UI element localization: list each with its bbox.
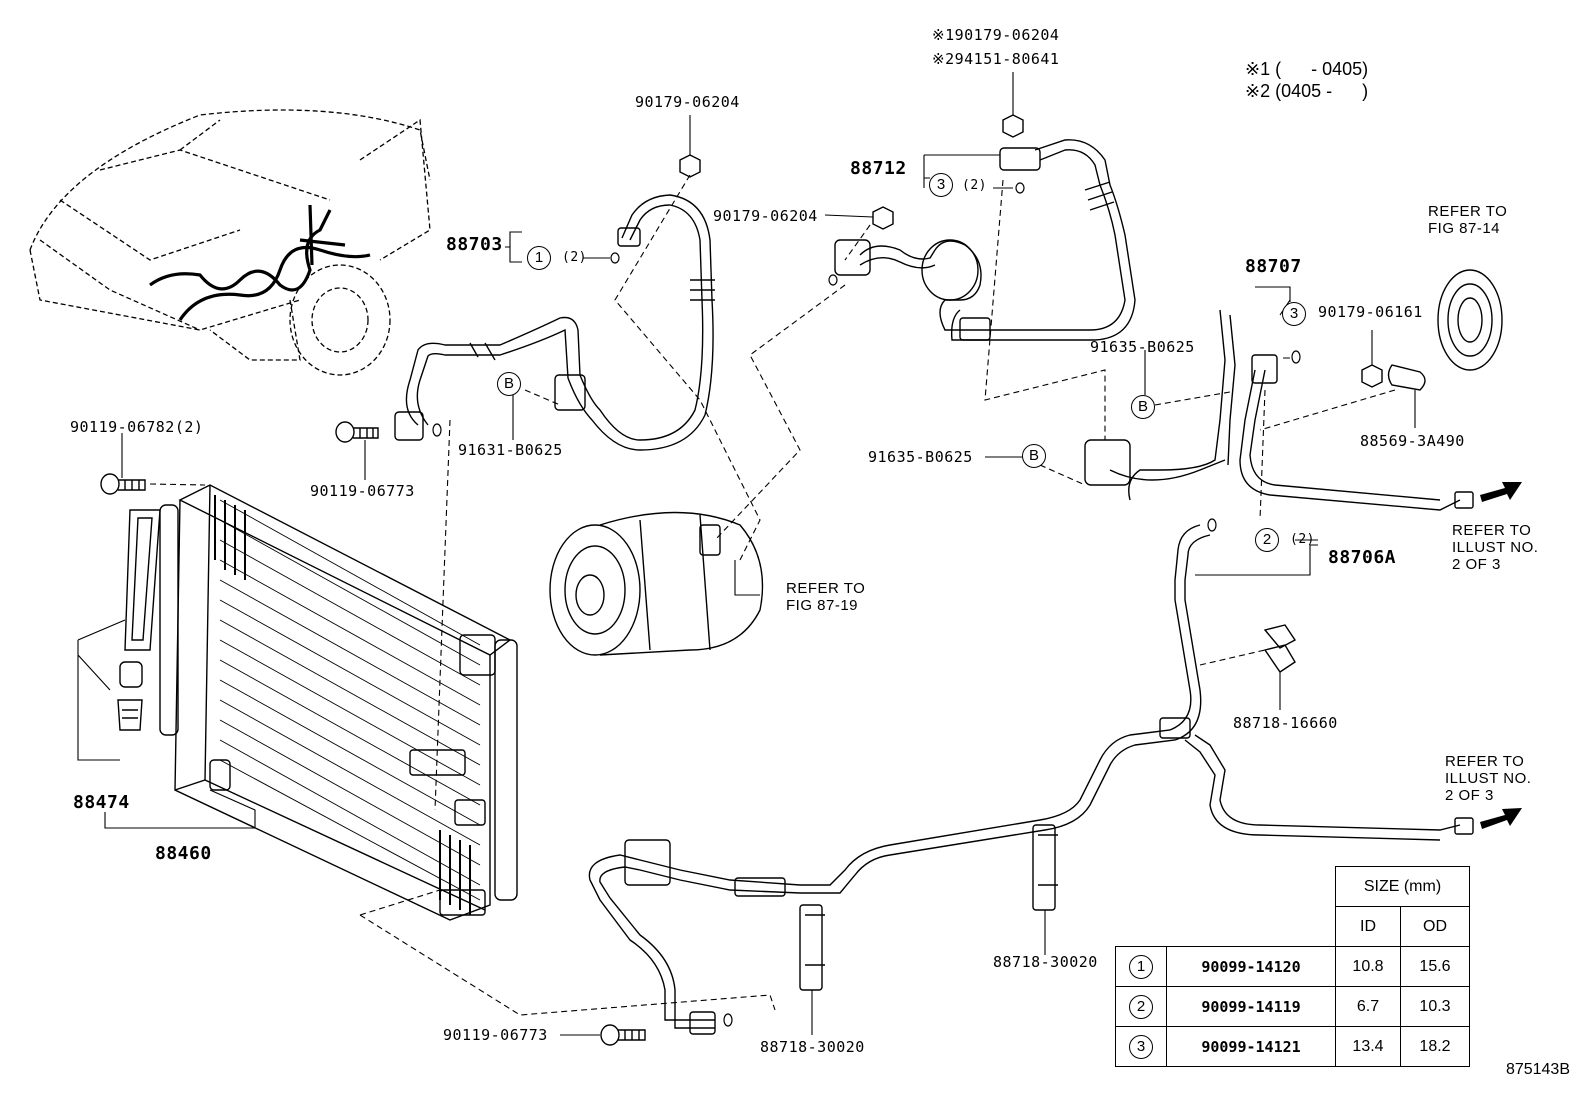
qty-label-3: (2): [962, 178, 987, 193]
part-label-88718-16660: 88718-16660: [1233, 714, 1338, 732]
nut-icons: [679, 114, 1383, 388]
id-header: ID: [1335, 906, 1401, 947]
row-id: 6.7: [1335, 986, 1401, 1027]
row-od: 18.2: [1400, 1026, 1470, 1067]
table-row: 3 90099-14121 13.4 18.2: [1115, 1026, 1470, 1067]
part-label-90119-06773-upper: 90119-06773: [310, 482, 415, 500]
qty-label-2: (2): [1290, 532, 1315, 547]
size-table-subheader-row: ID OD: [1116, 906, 1470, 947]
refer-illust-2of3-lower: REFER TO ILLUST NO. 2 OF 3: [1445, 753, 1532, 804]
row-od: 15.6: [1400, 946, 1470, 987]
figure-number: 875143B: [1505, 1061, 1570, 1078]
refer-fig-87-19: REFER TO FIG 87-19: [786, 580, 866, 614]
part-label-88474: 88474: [73, 792, 130, 813]
table-row: 1 90099-14120 10.8 15.6: [1115, 946, 1470, 987]
part-label-88707: 88707: [1245, 256, 1302, 277]
marker-b-91635-upper: B: [1131, 395, 1155, 419]
part-label-190179-06204: ※190179-06204: [932, 26, 1060, 44]
vehicle-front-illustration: [29, 109, 431, 376]
discharge-hose-88712: [834, 139, 1136, 341]
size-header: SIZE (mm): [1335, 866, 1470, 907]
bracket-88718-30020-b: [1032, 824, 1058, 911]
row-part: 90099-14120: [1166, 946, 1336, 987]
part-label-88460: 88460: [155, 843, 212, 864]
part-label-88718-30020-upper: 88718-30020: [993, 953, 1098, 971]
part-label-88718-30020-lower: 88718-30020: [760, 1038, 865, 1056]
marker-circle-3-right: 3: [1282, 302, 1306, 326]
row-mark: 2: [1129, 994, 1153, 1019]
marker-circle-1: 1: [527, 246, 551, 270]
refer-illust-2of3-upper: REFER TO ILLUST NO. 2 OF 3: [1452, 522, 1539, 573]
compressor: [549, 511, 764, 656]
part-label-88706a: 88706A: [1328, 547, 1397, 568]
refer-fig-87-14: REFER TO FIG 87-14: [1428, 203, 1508, 237]
bolt-90119-06773-upper: [335, 421, 379, 443]
part-label-90179-06161: 90179-06161: [1318, 303, 1423, 321]
part-label-90179-06204-top: 90179-06204: [635, 93, 740, 111]
marker-circle-2: 2: [1255, 528, 1279, 552]
bolt-90119-06782: [100, 473, 146, 495]
magnet-clutch-ring: [1437, 269, 1503, 371]
part-label-90179-06204-mid: 90179-06204: [713, 207, 818, 225]
cushion-88474: [117, 661, 143, 731]
row-part: 90099-14121: [1166, 1026, 1336, 1067]
row-od: 10.3: [1400, 986, 1470, 1027]
part-label-90119-06773-lower: 90119-06773: [443, 1026, 548, 1044]
seal-88474: [124, 509, 161, 651]
part-label-88569-3a490: 88569-3A490: [1360, 432, 1465, 450]
size-table-header-row: SIZE (mm): [1116, 866, 1470, 907]
clamp-88718-16660: [1263, 624, 1297, 673]
o-ring-size-table: SIZE (mm) ID OD 1 90099-14120 10.8 15.6 …: [1115, 866, 1470, 1067]
part-label-91635-b0625-lower: 91635-B0625: [868, 448, 973, 466]
marker-circle-3-upper: 3: [929, 173, 953, 197]
part-label-91635-b0625-upper: 91635-B0625: [1090, 338, 1195, 356]
wire-harness: [149, 204, 371, 321]
arrow-icons: [1480, 482, 1522, 829]
part-label-91631-b0625: 91631-B0625: [458, 441, 563, 459]
bolt-90119-06773-lower: [600, 1024, 646, 1046]
condenser-88460: [159, 484, 518, 921]
row-id: 10.8: [1335, 946, 1401, 987]
note-serial-2: ※2 (0405 - ): [1245, 81, 1369, 101]
part-label-88712: 88712: [850, 158, 907, 179]
o-rings: [432, 182, 1301, 1027]
discharge-hose-88703: [394, 194, 715, 451]
row-mark: 3: [1129, 1034, 1153, 1059]
note-serial-1: ※1 ( - 0405): [1245, 59, 1369, 79]
dashed-guides: [149, 174, 1396, 1016]
marker-b-91635-lower: B: [1022, 444, 1046, 468]
marker-b-91631: B: [497, 372, 521, 396]
qty-label-1: (2): [562, 250, 587, 265]
row-part: 90099-14119: [1166, 986, 1336, 1027]
od-header: OD: [1400, 906, 1470, 947]
part-label-294151-80641: ※294151-80641: [932, 50, 1060, 68]
bracket-88718-30020-a: [799, 904, 825, 991]
suction-pipe-88707: [1084, 309, 1474, 511]
row-mark: 1: [1129, 954, 1153, 979]
row-id: 13.4: [1335, 1026, 1401, 1067]
part-label-90119-06782: 90119-06782(2): [70, 418, 204, 436]
leader-lines: [77, 72, 1416, 1036]
part-label-88703: 88703: [446, 234, 503, 255]
table-row: 2 90099-14119 6.7 10.3: [1115, 986, 1470, 1027]
clamp-88569-3a490: [1387, 364, 1426, 391]
liquid-pipe-88706a: [588, 524, 1474, 1035]
